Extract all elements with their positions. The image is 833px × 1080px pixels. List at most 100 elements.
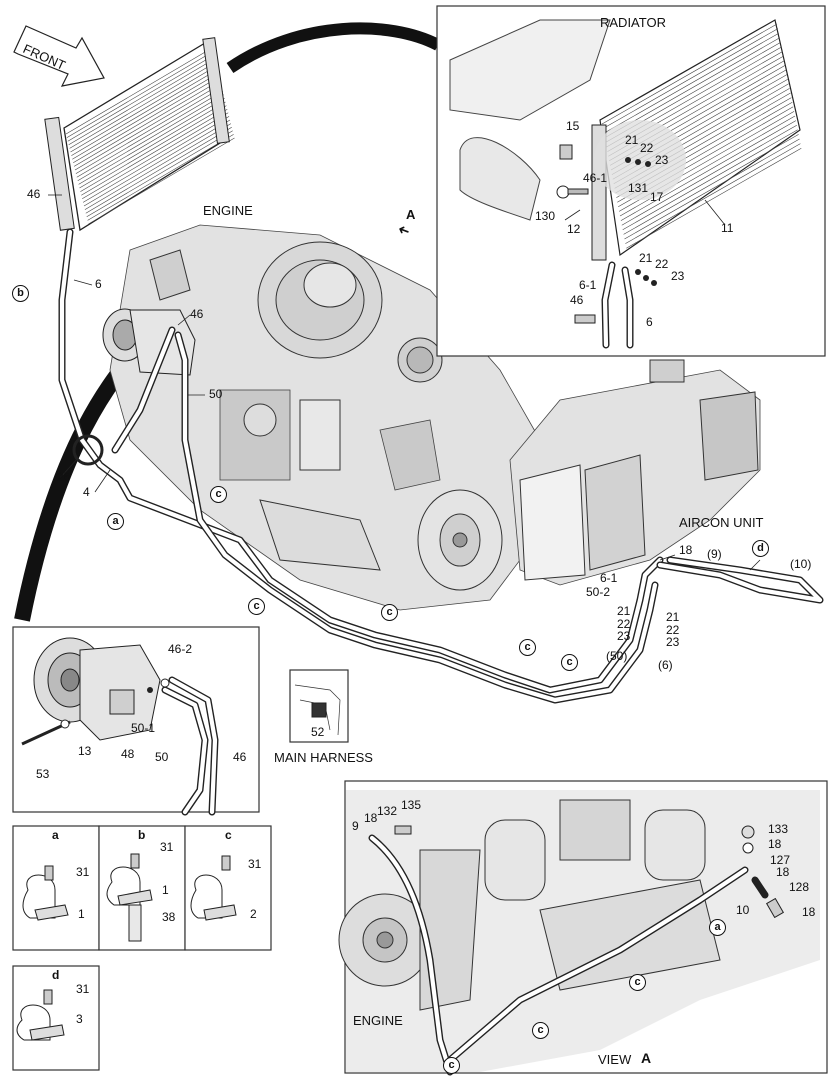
- condenser-fin-line: [70, 65, 217, 153]
- view-a-part-number: 127: [770, 853, 791, 867]
- hose-lines: [58, 228, 824, 704]
- condenser-fin-line: [75, 87, 223, 174]
- clamp-key-d-bolt: 31: [76, 982, 90, 996]
- main-harness-label: MAIN HARNESS: [274, 750, 373, 765]
- compressor-part-number: 48: [121, 747, 135, 761]
- clamp-key-b-spacer: 38: [162, 910, 176, 924]
- clamp-key-c-title: c: [225, 828, 232, 842]
- clamp-marker-a: a: [709, 919, 726, 936]
- radiator-part-number: 131: [628, 181, 649, 195]
- arrow-a-label: A: [406, 207, 416, 222]
- radiator-part-number: 23: [671, 269, 685, 283]
- compressor-part-number: 46-2: [168, 642, 193, 656]
- part-number: 6-1: [600, 571, 618, 585]
- view-a-drawing: [338, 790, 820, 1076]
- condenser-fin-line: [625, 143, 801, 244]
- view-letter: A: [641, 1050, 652, 1066]
- view-a-part-number: 18: [802, 905, 816, 919]
- radiator-part-number: 6: [646, 315, 653, 329]
- clamp-marker-a: a: [107, 513, 124, 530]
- part-number: 50: [209, 387, 223, 401]
- compressor-main: [102, 308, 196, 376]
- radiator-label: RADIATOR: [600, 15, 666, 30]
- clamp-marker-c: c: [443, 1057, 460, 1074]
- condenser-fin-line: [79, 101, 226, 189]
- view-a-part-number: 9: [352, 819, 359, 833]
- compressor-part-number: 50: [155, 750, 169, 764]
- condenser-fin-line: [84, 123, 232, 210]
- condenser-fin-line: [621, 124, 797, 226]
- condenser-fin-line: [623, 134, 799, 235]
- view-a-part-number: 10: [736, 903, 750, 917]
- view-a-part-number: 18: [768, 837, 782, 851]
- aircon-unit-body: [509, 359, 761, 586]
- part-number: (10): [790, 557, 812, 571]
- condenser-fin-line: [69, 62, 216, 149]
- clamp-key-panels: [12, 825, 272, 1071]
- background-arc-top: [226, 22, 441, 73]
- condenser-fin-line: [601, 23, 778, 125]
- part-number: (50): [606, 649, 628, 663]
- compressor-part-number: 50-1: [131, 721, 156, 735]
- part-number: 46: [190, 307, 204, 321]
- part-number: 4: [83, 485, 90, 499]
- condenser-fin-line: [82, 112, 229, 200]
- condenser-fin-line: [602, 28, 779, 129]
- condenser-fin-line: [76, 90, 223, 178]
- clamp-25-ring: [72, 434, 104, 466]
- condenser-fin-line: [80, 105, 227, 192]
- condenser-fin-line: [71, 69, 218, 156]
- view-label: VIEW: [598, 1052, 632, 1067]
- condenser-fin-line: [619, 115, 796, 217]
- part-number: (9): [707, 547, 722, 561]
- condenser-fin-line: [78, 98, 225, 185]
- part-number: 46: [27, 187, 41, 201]
- clamp-key-b-clamp: 1: [162, 883, 169, 897]
- clamp-key-c-bolt: 31: [248, 857, 262, 871]
- condenser-fin-line: [85, 126, 232, 214]
- condenser-fin-line: [66, 51, 214, 138]
- radiator-part-number: 6-1: [579, 278, 597, 292]
- condenser-fin-line: [68, 58, 215, 146]
- compressor-part-number: 13: [78, 744, 92, 758]
- clamp-key-a-title: a: [52, 828, 59, 842]
- view-a-part-number: 128: [789, 880, 810, 894]
- radiator-part-number: 17: [650, 190, 664, 204]
- condenser-fin-line: [81, 108, 228, 196]
- condenser-fin-line: [86, 130, 233, 218]
- radiator-part-number: 15: [566, 119, 580, 133]
- condenser-fin-line: [88, 137, 235, 225]
- clamp-key-b-bolt: 31: [160, 840, 174, 854]
- part-number: 25: [57, 470, 71, 484]
- clamp-key-d-title: d: [52, 968, 60, 982]
- clamp-key-d-clamp: 3: [76, 1012, 83, 1026]
- condenser-fin-line: [72, 72, 219, 160]
- compressor-inset-drawing: [21, 637, 219, 816]
- clamp-marker-c: c: [629, 974, 646, 991]
- leader-lines: [48, 194, 761, 571]
- part-number: 23: [617, 629, 631, 643]
- engine-label: ENGINE: [203, 203, 253, 218]
- radiator-part-number: 23: [655, 153, 669, 167]
- radiator-part-number: 22: [655, 257, 669, 271]
- condenser-fin-line: [83, 119, 231, 207]
- radiator-part-number: 22: [640, 141, 654, 155]
- part-number: 23: [666, 635, 680, 649]
- condenser-fin-line: [77, 94, 224, 182]
- condenser-fin-line: [65, 47, 213, 135]
- clamp-marker-c: c: [519, 639, 536, 656]
- clamp-key-a-bolt: 31: [76, 865, 90, 879]
- clamp-marker-c: c: [248, 598, 265, 615]
- part-number: 21: [666, 610, 680, 624]
- clamp-marker-c: c: [561, 654, 578, 671]
- view-a-part-number: 18: [776, 865, 790, 879]
- condenser-fin-line: [73, 80, 221, 167]
- radiator-part-number: 21: [625, 133, 639, 147]
- radiator-inset-drawing: [449, 19, 802, 349]
- clamp-marker-b: b: [12, 285, 29, 302]
- condenser-fin-line: [87, 134, 234, 221]
- radiator-part-number: 12: [567, 222, 581, 236]
- aircon-unit-label: AIRCON UNIT: [679, 515, 764, 530]
